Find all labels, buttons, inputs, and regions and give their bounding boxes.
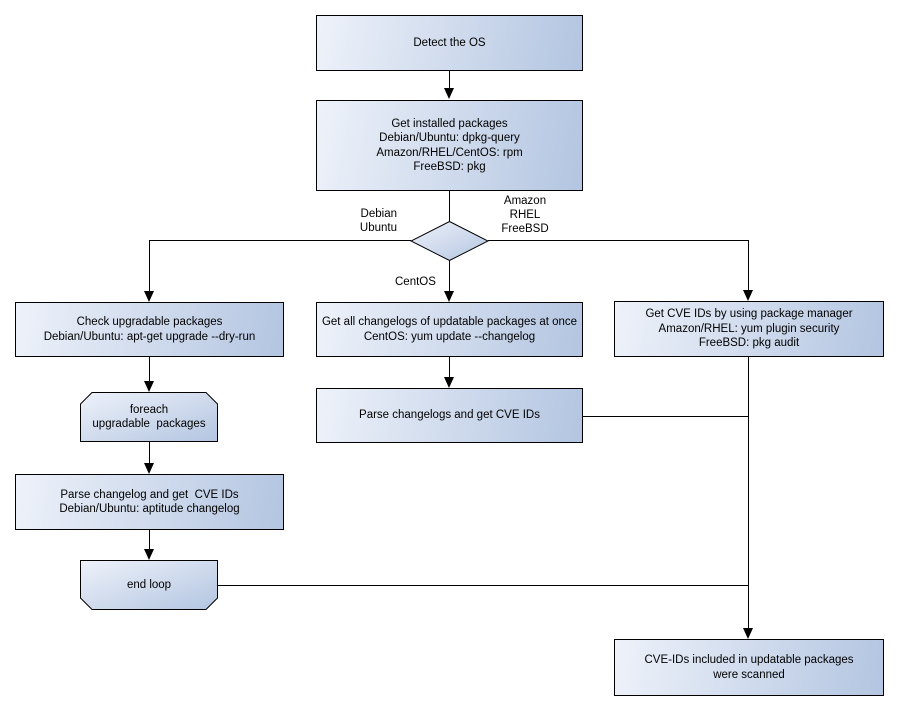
node-get-cve-ids-pkg-manager: Get CVE IDs by using package manager Ama… — [614, 301, 884, 357]
arrowhead-parse-changelogs — [444, 377, 454, 388]
connector-detect-to-installed — [449, 71, 450, 89]
node-detect-os-label: Detect the OS — [413, 36, 486, 49]
arrowhead-parse-changelog — [144, 463, 154, 474]
connector-foreach-to-parse — [149, 442, 150, 463]
connector-parse-to-endloop — [149, 530, 150, 549]
node-parse-changelog-debian-label: Parse changelog and get CVE IDs Debian/U… — [59, 488, 240, 516]
loop-end-shape-icon — [80, 560, 218, 610]
edge-label-amazon-rhel-freebsd: Amazon RHEL FreeBSD — [501, 195, 549, 235]
arrowhead-check-upgradable — [144, 291, 154, 302]
node-get-cve-ids-pkg-manager-label: Get CVE IDs by using package manager Ama… — [645, 308, 853, 350]
node-foreach-loop-label: foreach upgradable packages — [92, 403, 206, 431]
arrowhead-scanned — [743, 628, 753, 639]
edge-label-debian-ubuntu: Debian Ubuntu — [359, 208, 397, 234]
node-check-upgradable-packages: Check upgradable packages Debian/Ubuntu:… — [15, 302, 284, 357]
node-get-all-changelogs-label: Get all changelogs of updatable packages… — [321, 316, 578, 343]
node-parse-changelog-debian: Parse changelog and get CVE IDs Debian/U… — [15, 474, 284, 530]
node-check-upgradable-packages-label: Check upgradable packages Debian/Ubuntu:… — [43, 316, 256, 343]
arrowhead-get-all-changelogs — [444, 291, 454, 302]
connector-decision-right-vertical — [748, 240, 749, 290]
arrowhead-end-loop — [144, 549, 154, 560]
node-detect-os: Detect the OS — [316, 15, 583, 71]
edge-label-centos: CentOS — [395, 276, 436, 288]
arrowhead-installed — [444, 88, 454, 99]
connector-decision-right-horizontal — [488, 240, 748, 241]
node-get-installed-packages-label: Get installed packages Debian/Ubuntu: dp… — [376, 117, 523, 174]
node-get-all-changelogs: Get all changelogs of updatable packages… — [316, 302, 583, 357]
node-os-decision-diamond — [410, 221, 489, 261]
connector-merge-to-scanned — [748, 357, 749, 628]
node-cve-ids-scanned-label: CVE-IDs included in updatable packages w… — [644, 654, 854, 681]
node-end-loop-label: end loop — [126, 578, 172, 591]
connector-check-to-foreach — [149, 357, 150, 381]
diamond-shape-icon — [410, 221, 489, 261]
node-foreach-loop-start: foreach upgradable packages — [80, 392, 218, 442]
connector-changelogs-to-parse — [449, 357, 450, 377]
connector-decision-left-horizontal — [149, 240, 411, 241]
node-parse-changelogs-centos: Parse changelogs and get CVE IDs — [316, 388, 583, 443]
node-get-installed-packages: Get installed packages Debian/Ubuntu: dp… — [316, 100, 583, 191]
connector-decision-to-changelogs — [449, 261, 450, 291]
arrowhead-foreach — [144, 381, 154, 392]
node-cve-ids-scanned: CVE-IDs included in updatable packages w… — [614, 639, 884, 696]
node-end-loop: end loop — [80, 560, 218, 610]
connector-endloop-to-merge — [218, 585, 748, 586]
connector-installed-to-decision — [449, 191, 450, 221]
node-parse-changelogs-centos-label: Parse changelogs and get CVE IDs — [359, 409, 540, 422]
arrowhead-get-cve-ids — [743, 290, 753, 301]
connector-parse-changelogs-to-merge — [583, 416, 748, 417]
connector-decision-left-vertical — [149, 240, 150, 291]
loop-start-shape-icon — [80, 392, 218, 442]
